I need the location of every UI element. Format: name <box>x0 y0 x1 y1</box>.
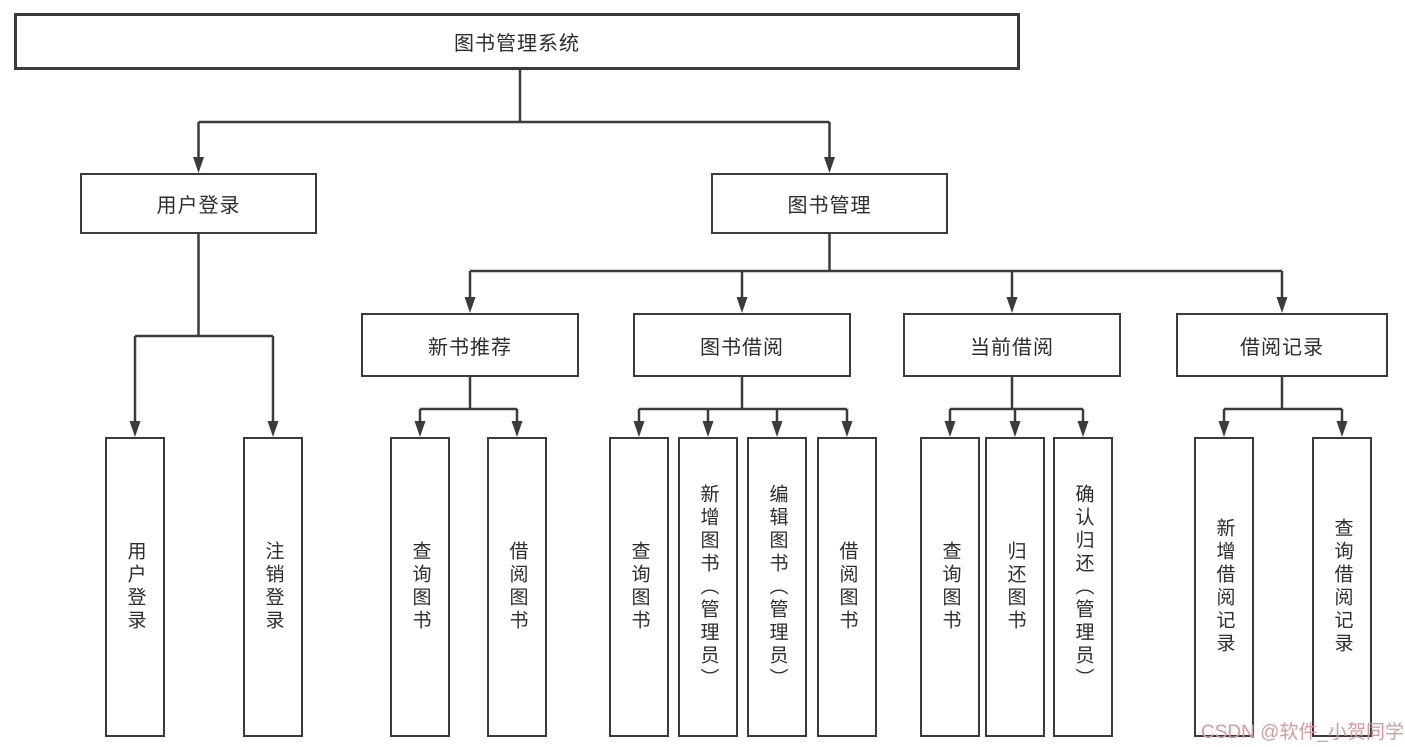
node-current-borrow-label: 当前借阅 <box>970 336 1054 359</box>
arrow-down-icon <box>464 297 476 313</box>
arrow-down-icon <box>1006 297 1018 313</box>
leaf-newbook-borrow-books-label: 借阅图书 <box>506 541 528 633</box>
edge-bookmgmt-to-level3 <box>468 234 1284 299</box>
leaf-borrow-add-books-label: 新增图书（管理员） <box>697 483 719 691</box>
leaf-borrow-query-books: 查询图书 <box>609 437 669 737</box>
leaf-newbook-query-books-label: 查询图书 <box>409 541 431 633</box>
arrow-down-icon <box>771 421 783 437</box>
arrow-down-icon <box>702 421 714 437</box>
node-user-login-label: 用户登录 <box>156 195 241 217</box>
leaf-current-query-books: 查询图书 <box>920 437 980 737</box>
leaf-current-confirm-return: 确认归还（管理员） <box>1053 437 1113 737</box>
leaf-user-login-label: 用户登录 <box>124 541 146 633</box>
edge-userlogin-to-leaves <box>133 234 275 423</box>
arrow-down-icon <box>824 157 835 173</box>
arrow-down-icons <box>129 157 1348 437</box>
leaf-borrow-edit-books-label: 编辑图书（管理员） <box>766 483 788 691</box>
node-new-book-recommend-label: 新书推荐 <box>428 336 512 359</box>
leaf-newbook-borrow-books: 借阅图书 <box>487 437 547 737</box>
watermark: CSDN @软件_小贺同学 <box>1201 722 1404 743</box>
leaf-borrow-edit-books: 编辑图书（管理员） <box>747 437 807 737</box>
edge-root-to-level2 <box>197 70 831 159</box>
leaf-records-query-record-label: 查询借阅记录 <box>1331 518 1353 656</box>
arrow-down-icon <box>841 421 853 437</box>
arrow-down-icon <box>944 421 956 437</box>
arrow-down-icon <box>1009 421 1021 437</box>
node-borrow-records-label: 借阅记录 <box>1240 336 1324 359</box>
leaf-logout-label: 注销登录 <box>262 541 284 633</box>
arrow-down-icon <box>1336 421 1348 437</box>
edge-currentborrow-to-leaves <box>948 377 1085 423</box>
leaf-records-add-record-label: 新增借阅记录 <box>1213 518 1235 656</box>
leaf-current-confirm-return-label: 确认归还（管理员） <box>1072 483 1094 691</box>
arrow-down-icon <box>414 421 426 437</box>
leaf-current-return-books: 归还图书 <box>985 437 1045 737</box>
edge-records-to-leaves <box>1222 377 1344 423</box>
leaf-logout: 注销登录 <box>243 437 303 737</box>
edge-newbook-to-leaves <box>418 377 519 423</box>
leaf-current-return-books-label: 归还图书 <box>1004 541 1026 633</box>
leaf-borrow-query-books-label: 查询图书 <box>628 541 650 633</box>
leaf-borrow-borrow-books-label: 借阅图书 <box>836 541 858 633</box>
arrow-down-icon <box>193 157 204 173</box>
leaf-current-query-books-label: 查询图书 <box>939 541 961 633</box>
node-book-borrow: 图书借阅 <box>633 313 851 377</box>
arrow-down-icon <box>129 421 141 437</box>
arrow-down-icon <box>511 421 523 437</box>
arrow-down-icon <box>1218 421 1230 437</box>
node-book-management: 图书管理 <box>711 173 948 234</box>
node-book-borrow-label: 图书借阅 <box>700 336 784 359</box>
leaf-records-query-record: 查询借阅记录 <box>1312 437 1372 737</box>
tree-edges <box>133 70 1344 423</box>
node-current-borrow: 当前借阅 <box>903 313 1121 377</box>
arrow-down-icon <box>1077 421 1089 437</box>
edge-bookborrow-to-leaves <box>637 377 849 423</box>
arrow-down-icon <box>267 421 279 437</box>
node-new-book-recommend: 新书推荐 <box>361 313 579 377</box>
leaf-records-add-record: 新增借阅记录 <box>1194 437 1254 737</box>
leaf-newbook-query-books: 查询图书 <box>390 437 450 737</box>
leaf-borrow-add-books: 新增图书（管理员） <box>678 437 738 737</box>
arrow-down-icon <box>736 297 748 313</box>
arrow-down-icon <box>633 421 645 437</box>
node-user-login: 用户登录 <box>80 173 317 234</box>
node-book-management-label: 图书管理 <box>787 195 872 217</box>
node-root-label: 图书管理系统 <box>454 33 580 55</box>
node-root: 图书管理系统 <box>14 13 1020 70</box>
arrow-down-icon <box>1276 297 1288 313</box>
node-borrow-records: 借阅记录 <box>1176 313 1388 377</box>
leaf-borrow-borrow-books: 借阅图书 <box>817 437 877 737</box>
leaf-user-login: 用户登录 <box>105 437 165 737</box>
